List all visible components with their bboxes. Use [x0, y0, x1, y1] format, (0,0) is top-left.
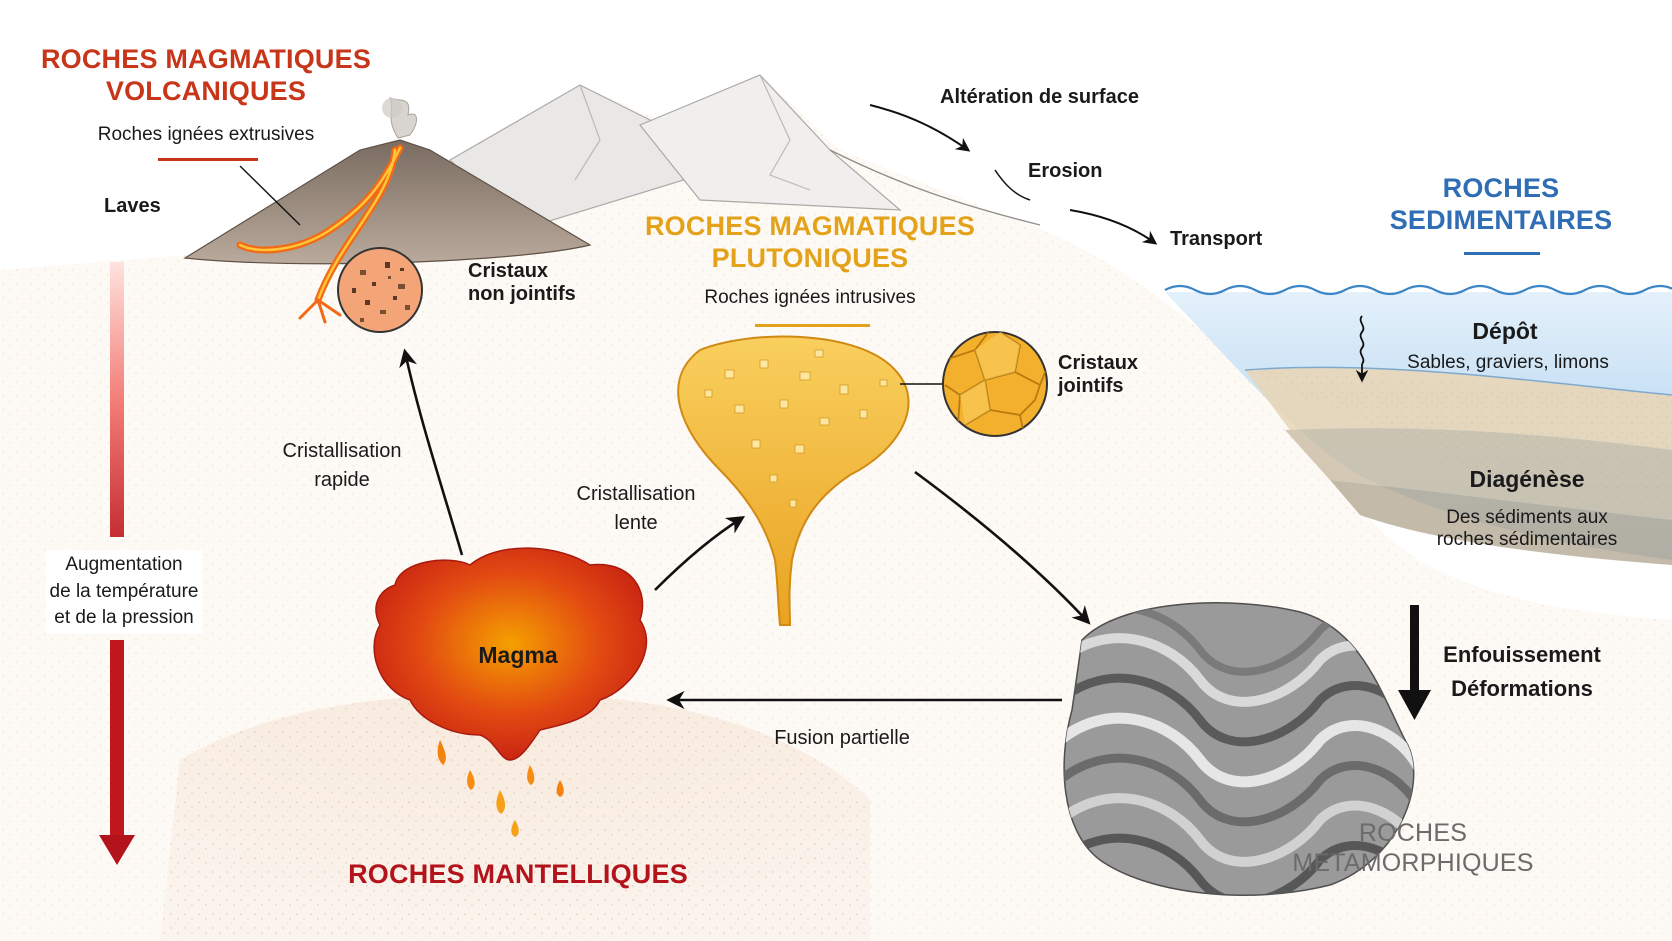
- metamorphic-title-line1: ROCHES: [1292, 818, 1533, 848]
- plutonic-subtitle: Roches ignées intrusives: [704, 287, 915, 309]
- plutonic-title-line2: PLUTONIQUES: [645, 242, 975, 274]
- slow-crystallization-label: Cristallisation lente: [577, 480, 696, 538]
- metamorphic-title-line2: METAMORPHIQUES: [1292, 848, 1533, 878]
- erosion-label: Erosion: [1028, 160, 1102, 183]
- rapid-crystallization-line1: Cristallisation: [283, 437, 402, 466]
- magma-label: Magma: [478, 642, 557, 668]
- diagenese-label: Diagénèse: [1469, 466, 1584, 492]
- sedimentary-title-line1: ROCHES: [1390, 172, 1613, 204]
- rapid-crystallization-label: Cristallisation rapide: [283, 437, 402, 495]
- gradient-label-line1: Augmentation: [50, 552, 199, 579]
- plutonic-title-line1: ROCHES MAGMATIQUES: [645, 210, 975, 242]
- sedimentary-rule: [1464, 252, 1540, 255]
- metamorphic-title: ROCHES METAMORPHIQUES: [1292, 818, 1533, 878]
- plutonic-crystals-label: Cristaux jointifs: [1058, 352, 1138, 398]
- plutonic-crystals-line2: jointifs: [1058, 375, 1138, 398]
- depot-subtitle: Sables, graviers, limons: [1407, 352, 1609, 374]
- slow-crystallization-line2: lente: [577, 509, 696, 538]
- rapid-crystallization-line2: rapide: [283, 466, 402, 495]
- plutonic-crystals-line1: Cristaux: [1058, 352, 1138, 375]
- slow-crystallization-line1: Cristallisation: [577, 480, 696, 509]
- diagenese-subtitle: Des sédiments aux roches sédimentaires: [1437, 507, 1618, 551]
- burial-label-line2: Déformations: [1443, 672, 1601, 706]
- volcanic-subtitle: Roches ignées extrusives: [98, 124, 315, 146]
- volcanic-crystals-line2: non jointifs: [468, 283, 576, 306]
- plutonic-title: ROCHES MAGMATIQUES PLUTONIQUES: [645, 210, 975, 275]
- volcanic-title-line2: VOLCANIQUES: [41, 75, 371, 107]
- volcanic-crystals-line1: Cristaux: [468, 260, 576, 283]
- diagenese-subtitle-line1: Des sédiments aux: [1437, 507, 1618, 529]
- volcanic-rule: [158, 158, 258, 161]
- burial-label: Enfouissement Déformations: [1443, 638, 1601, 706]
- mantle-title: ROCHES MANTELLIQUES: [348, 858, 688, 890]
- volcanic-title-line1: ROCHES MAGMATIQUES: [41, 43, 371, 75]
- sedimentary-title-line2: SEDIMENTAIRES: [1390, 204, 1613, 236]
- gradient-label-line3: et de la pression: [50, 605, 199, 632]
- volcanic-title: ROCHES MAGMATIQUES VOLCANIQUES: [41, 43, 371, 108]
- transport-label: Transport: [1170, 228, 1262, 251]
- gradient-label: Augmentation de la température et de la …: [46, 550, 203, 634]
- gradient-label-line2: de la température: [50, 579, 199, 606]
- depot-label: Dépôt: [1472, 318, 1537, 344]
- alteration-label: Altération de surface: [940, 86, 1139, 109]
- burial-label-line1: Enfouissement: [1443, 638, 1601, 672]
- sedimentary-title: ROCHES SEDIMENTAIRES: [1390, 172, 1613, 237]
- diagenese-subtitle-line2: roches sédimentaires: [1437, 529, 1618, 551]
- plutonic-rule: [755, 324, 870, 327]
- volcanic-crystals-label: Cristaux non jointifs: [468, 260, 576, 306]
- partial-melting-label: Fusion partielle: [774, 727, 910, 750]
- laves-label: Laves: [104, 195, 161, 218]
